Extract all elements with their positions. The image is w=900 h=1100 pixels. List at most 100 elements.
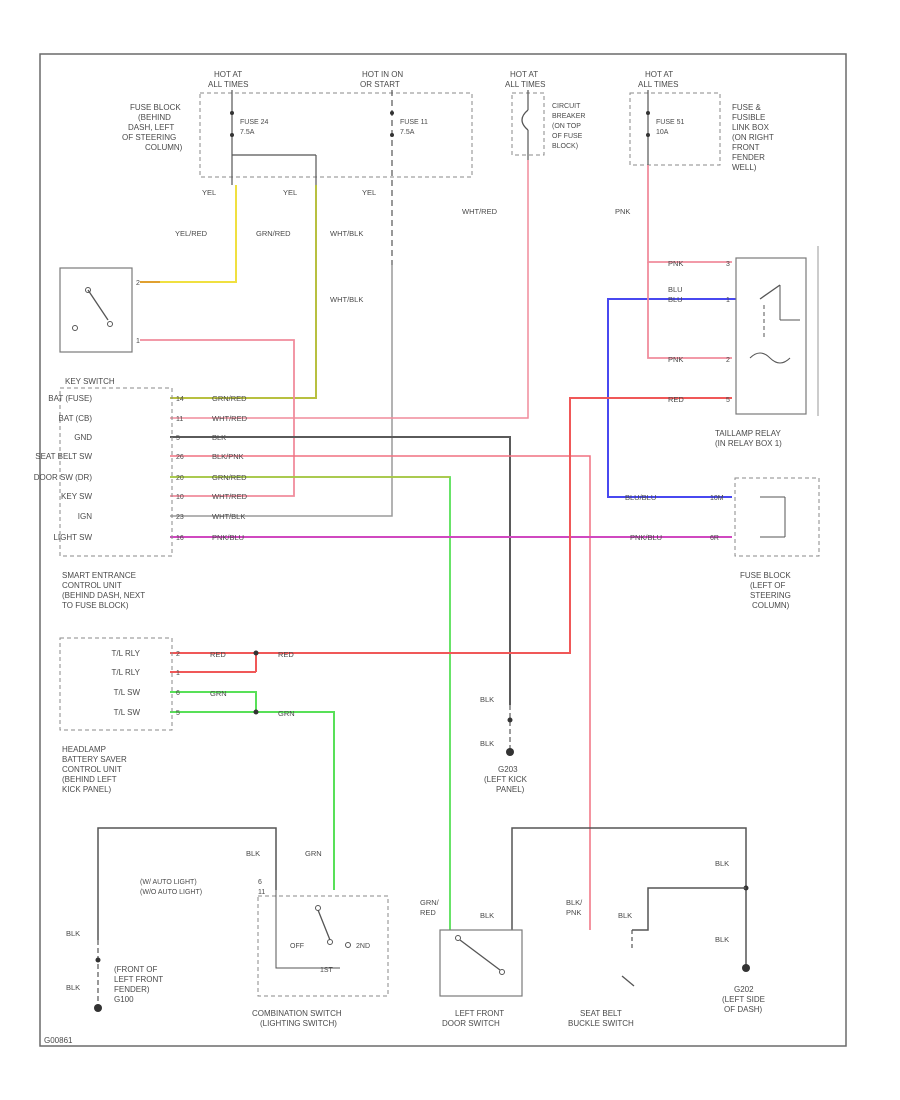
svg-text:2: 2: [136, 280, 140, 287]
svg-text:SMART ENTRANCE: SMART ENTRANCE: [62, 571, 136, 580]
svg-text:(BEHIND DASH, NEXT: (BEHIND DASH, NEXT: [62, 591, 145, 600]
svg-text:1ST: 1ST: [320, 967, 334, 974]
ks-pin-number: 16: [176, 535, 184, 542]
svg-text:(LIGHTING SWITCH): (LIGHTING SWITCH): [260, 1019, 337, 1028]
hl-pin-label: T/L SW: [114, 708, 141, 717]
breaker-1: CIRCUIT: [552, 103, 581, 110]
seat-belt-label: SEAT BELT BUCKLE SWITCH: [568, 1009, 634, 1028]
svg-text:RED: RED: [210, 650, 226, 659]
power-2-hot2: OR START: [360, 80, 400, 89]
svg-text:BLK/: BLK/: [566, 898, 583, 907]
svg-text:YEL: YEL: [202, 188, 216, 197]
breaker-5: BLOCK): [552, 143, 578, 150]
svg-text:(LEFT OF: (LEFT OF: [750, 581, 786, 590]
svg-text:DOOR SWITCH: DOOR SWITCH: [442, 1019, 500, 1028]
power-4-hot: HOT AT: [645, 70, 673, 79]
power-1-hot2: ALL TIMES: [208, 80, 248, 89]
svg-text:GRN/: GRN/: [420, 898, 440, 907]
svg-text:OFF: OFF: [290, 943, 304, 950]
svg-text:PNK/BLU: PNK/BLU: [630, 533, 662, 542]
svg-text:FENDER): FENDER): [114, 985, 150, 994]
svg-text:YEL: YEL: [362, 188, 376, 197]
ks-pin-number: 10: [176, 494, 184, 501]
taillamp-relay-label: TAILLAMP RELAY (IN RELAY BOX 1): [715, 429, 782, 448]
svg-text:BLU/BLU: BLU/BLU: [625, 493, 656, 502]
breaker-4: OF FUSE: [552, 133, 583, 140]
svg-text:BATTERY SAVER: BATTERY SAVER: [62, 755, 127, 764]
svg-text:COLUMN): COLUMN): [145, 143, 183, 152]
power-1-hot: HOT AT: [214, 70, 242, 79]
svg-text:BLU: BLU: [668, 295, 683, 304]
wire-red: [170, 397, 732, 654]
combination-switch: (W/ AUTO LIGHT) (W/O AUTO LIGHT) 6 11 OF…: [140, 879, 389, 1028]
power-3-hot2: ALL TIMES: [505, 80, 545, 89]
svg-text:KICK PANEL): KICK PANEL): [62, 785, 112, 794]
svg-text:COMBINATION SWITCH: COMBINATION SWITCH: [252, 1009, 342, 1018]
svg-text:PNK: PNK: [566, 908, 581, 917]
ks-pin-wire: GRN/RED: [212, 473, 247, 482]
front-fender-label: (FRONT OF LEFT FRONT FENDER) G100: [114, 965, 163, 1004]
fuse-51-label: FUSE 51: [656, 119, 685, 126]
svg-text:PANEL): PANEL): [496, 785, 525, 794]
power-2-hot: HOT IN ON: [362, 70, 403, 79]
svg-text:RED: RED: [278, 650, 294, 659]
svg-text:LEFT FRONT: LEFT FRONT: [114, 975, 163, 984]
svg-text:(FRONT OF: (FRONT OF: [114, 965, 158, 974]
g202-label: G202 (LEFT SIDE OF DASH): [722, 985, 765, 1014]
svg-text:(IN RELAY BOX 1): (IN RELAY BOX 1): [715, 439, 782, 448]
wire-blk-gnd: [170, 436, 511, 705]
seat-belt-switch: SEAT BELT BUCKLE SWITCH: [568, 975, 635, 1028]
wire-wht-blk: [170, 265, 393, 517]
ks-pin-label: LIGHT SW: [53, 533, 92, 542]
fuse-11-label: FUSE 11: [400, 119, 428, 126]
diagram-frame: [39, 53, 847, 1047]
power-4-hot2: ALL TIMES: [638, 80, 678, 89]
fuse-24-amps: 7.5A: [240, 129, 255, 136]
svg-text:STEERING: STEERING: [750, 591, 791, 600]
ks-pin-number: 26: [176, 454, 184, 461]
ks-pin-number: 5: [176, 435, 180, 442]
ks-pin-label: GND: [74, 433, 92, 442]
ks-pin-wire: WHT/RED: [212, 492, 248, 501]
combination-switch-label: COMBINATION SWITCH (LIGHTING SWITCH): [252, 1009, 342, 1028]
ks-pin-label: DOOR SW (DR): [34, 473, 93, 482]
svg-text:LEFT FRONT: LEFT FRONT: [455, 1009, 504, 1018]
fuse-24-label: FUSE 24: [240, 119, 269, 126]
smart-entrance-label: SMART ENTRANCE CONTROL UNIT (BEHIND DASH…: [62, 571, 145, 610]
hl-pin-label: T/L RLY: [112, 668, 141, 677]
wire-grn-headlamp: [170, 691, 257, 712]
right-fuse-block: 10M 6R FUSE BLOCK (LEFT OF STEERING COLU…: [710, 477, 820, 610]
taillamp-relay: 3 1 2 5 TAILLAMP RELAY (IN RELAY BOX 1): [715, 246, 819, 448]
svg-text:11: 11: [258, 889, 265, 896]
svg-text:PNK: PNK: [668, 355, 683, 364]
svg-text:BLK: BLK: [480, 695, 494, 704]
svg-text:3: 3: [726, 261, 730, 268]
svg-text:PNK: PNK: [615, 207, 630, 216]
svg-text:TAILLAMP RELAY: TAILLAMP RELAY: [715, 429, 781, 438]
left-front-door-switch: LEFT FRONT DOOR SWITCH: [439, 929, 523, 1028]
hl-pin-label: T/L RLY: [112, 649, 141, 658]
svg-text:OF DASH): OF DASH): [724, 1005, 763, 1014]
svg-text:WELL): WELL): [732, 163, 757, 172]
headlamp-label: HEADLAMP BATTERY SAVER CONTROL UNIT (BEH…: [62, 745, 127, 794]
svg-text:BLK: BLK: [66, 983, 80, 992]
svg-text:FUSIBLE: FUSIBLE: [732, 113, 765, 122]
svg-text:2ND: 2ND: [356, 943, 370, 950]
wire-grn-red: [170, 185, 317, 399]
ks-pin-label: IGN: [78, 512, 92, 521]
svg-text:CONTROL UNIT: CONTROL UNIT: [62, 765, 122, 774]
ks-pin-label: BAT (CB): [59, 414, 93, 423]
wire-blk-fender: [97, 827, 277, 940]
power-3-hot: HOT AT: [510, 70, 538, 79]
fuse-block-box: [199, 92, 473, 178]
breaker-2: BREAKER: [552, 113, 585, 120]
svg-text:WHT/RED: WHT/RED: [462, 207, 498, 216]
key-switch-symbol: 2 1: [59, 267, 140, 353]
ks-pin-wire: BLK: [212, 433, 226, 442]
wire-blk-pnk: [170, 455, 591, 930]
fuse-11-amps: 7.5A: [400, 129, 415, 136]
ks-pin-wire: BLK/PNK: [212, 452, 244, 461]
